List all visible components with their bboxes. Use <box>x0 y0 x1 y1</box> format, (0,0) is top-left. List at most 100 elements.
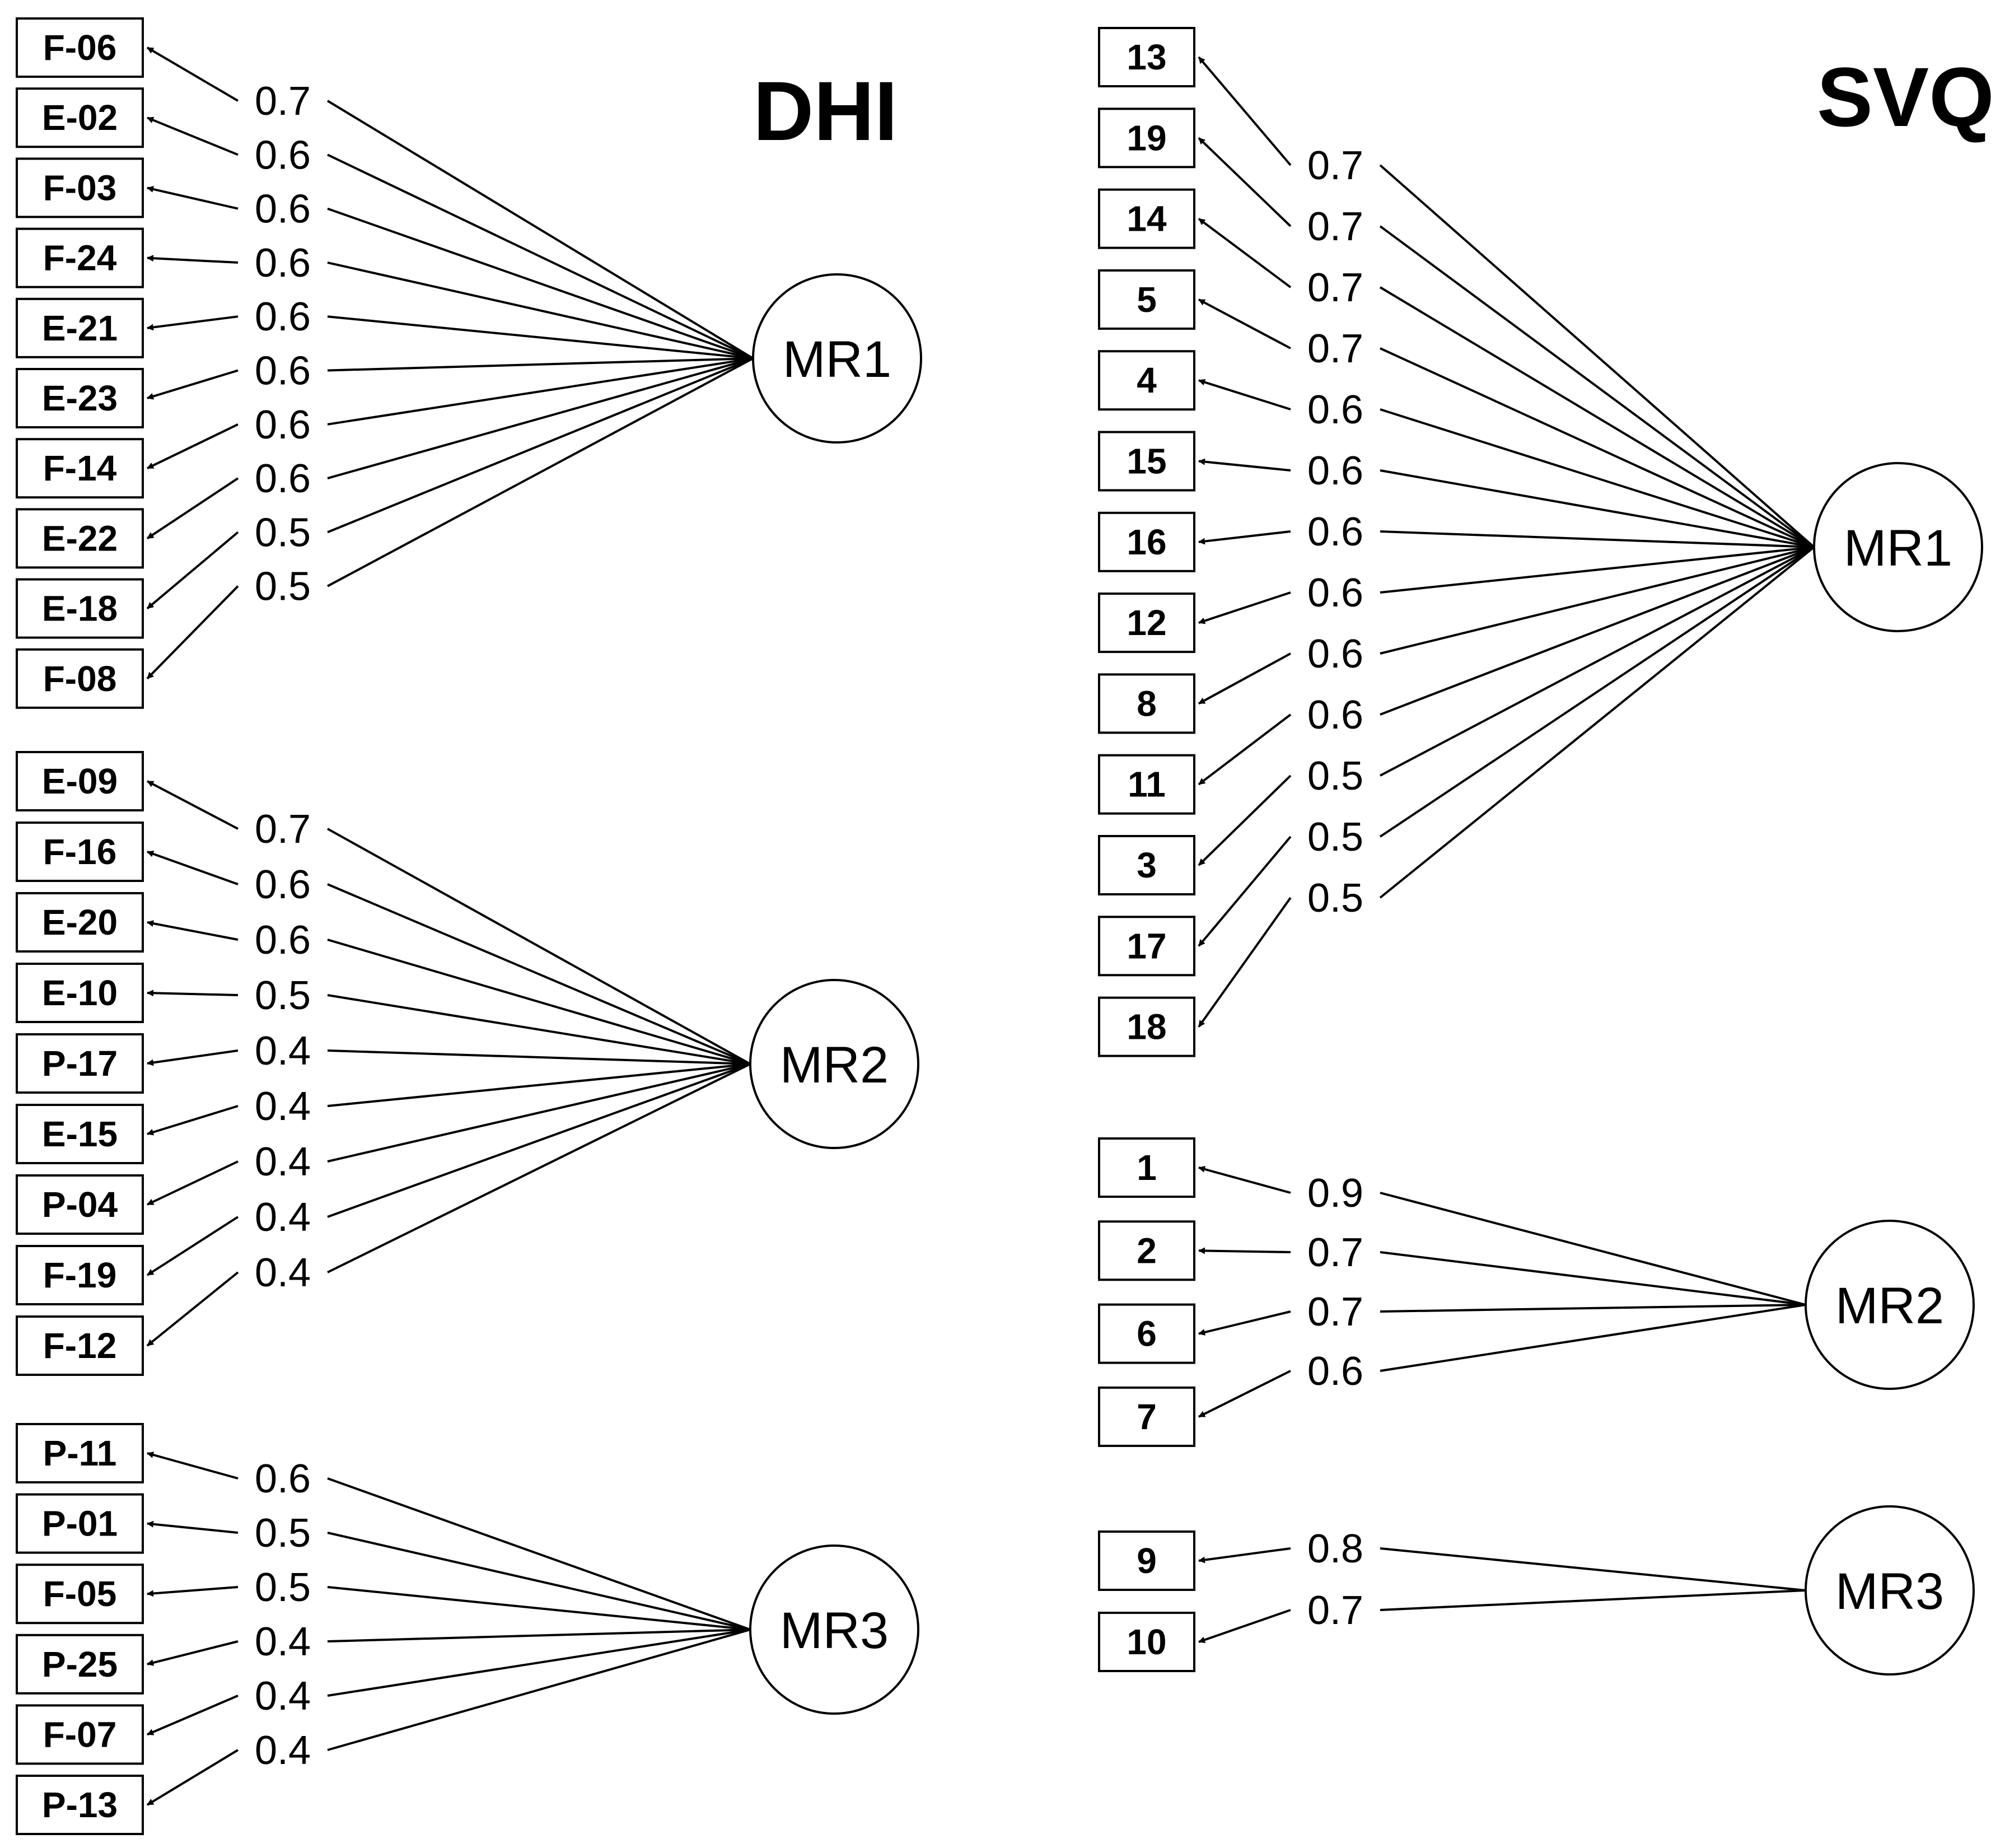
dhi-loading-label: 0.6 <box>255 187 311 232</box>
svq-item-box <box>1098 1386 1195 1447</box>
svq-mr1-path <box>1379 164 1815 548</box>
dhi-mr1-path <box>327 357 754 426</box>
svq-mr1-arrow <box>1198 458 1291 472</box>
dhi-mr3-path <box>327 1628 751 1697</box>
dhi-mr1-arrow <box>147 255 239 264</box>
dhi-item-label: P-25 <box>42 1644 118 1684</box>
svq-mr1-arrow <box>1198 591 1291 624</box>
dhi-mr2-path <box>327 939 751 1065</box>
dhi-mr3-arrow <box>146 1749 239 1806</box>
dhi-item-box <box>16 648 144 709</box>
dhi-item-label: F-08 <box>43 659 117 699</box>
dhi-mr1-path <box>327 315 754 360</box>
dhi-mr2-path <box>327 1063 751 1163</box>
dhi-loading-label: 0.6 <box>255 349 311 394</box>
dhi-mr1-path <box>327 357 754 534</box>
svq-mr2-arrow <box>1198 1370 1291 1418</box>
svq-item-label: 14 <box>1127 199 1167 239</box>
dhi-loading-label: 0.5 <box>255 564 311 609</box>
dhi-item-box <box>16 368 144 428</box>
dhi-item-label: F-16 <box>43 832 117 872</box>
svq-loading-label: 0.7 <box>1307 1588 1363 1633</box>
dhi-item-label: E-02 <box>42 97 118 138</box>
dhi-item-label: F-03 <box>43 167 117 208</box>
dhi-loading-label: 0.6 <box>255 456 311 501</box>
dhi-mr1-arrow <box>147 369 239 400</box>
dhi-item-box <box>16 1564 144 1625</box>
svq-item-box <box>1098 916 1195 977</box>
dhi-item-label: E-23 <box>42 378 118 418</box>
svq-mr1-path <box>1379 225 1815 548</box>
dhi-mr1-path <box>327 357 754 480</box>
svq-mr1-arrow <box>1198 298 1291 349</box>
dhi-item-box <box>16 438 144 499</box>
svq-item-box <box>1098 592 1195 654</box>
svq-loading-label: 0.5 <box>1307 876 1363 921</box>
svq-loading-label: 0.7 <box>1307 1290 1363 1334</box>
dhi-mr3-arrow <box>147 1452 239 1480</box>
dhi-loading-label: 0.4 <box>255 1674 311 1719</box>
svq-item-label: 16 <box>1127 522 1166 562</box>
dhi-mr1-arrow <box>146 477 239 540</box>
dhi-loading-label: 0.5 <box>255 1511 311 1556</box>
svq-mr3-path <box>1380 1547 1806 1592</box>
dhi-item-label: E-21 <box>42 308 118 348</box>
svq-factor-mr2 <box>1805 1220 1975 1390</box>
dhi-factor-label: MR2 <box>780 1037 889 1094</box>
dhi-mr3-arrow <box>147 1520 239 1534</box>
dhi-item-box <box>16 157 144 218</box>
svq-loading-label: 0.5 <box>1307 754 1363 799</box>
dhi-mr2-path <box>327 1063 751 1218</box>
svq-item-box <box>1098 1612 1195 1672</box>
dhi-loading-label: 0.5 <box>255 973 311 1018</box>
dhi-item-label: F-07 <box>43 1714 117 1754</box>
dhi-loading-label: 0.5 <box>255 1565 311 1610</box>
dhi-item-label: E-22 <box>42 518 118 558</box>
dhi-loading-label: 0.7 <box>255 807 311 852</box>
dhi-item-label: F-19 <box>43 1255 117 1295</box>
dhi-item-label: E-20 <box>42 902 118 942</box>
dhi-loading-label: 0.7 <box>255 79 311 124</box>
dhi-mr1-arrow <box>147 116 239 156</box>
svq-loading-label: 0.6 <box>1307 632 1363 676</box>
dhi-mr2-path <box>327 883 751 1065</box>
dhi-loading-label: 0.6 <box>255 133 311 178</box>
svq-mr1-arrow <box>1198 774 1292 866</box>
svq-mr1-path <box>1380 546 1815 655</box>
dhi-mr1-path <box>327 207 754 360</box>
svq-item-box <box>1098 350 1195 411</box>
dhi-mr2-arrow <box>146 1216 239 1276</box>
svq-mr1-arrow <box>1198 836 1292 947</box>
dhi-item-box <box>16 17 144 78</box>
svq-item-label: 9 <box>1137 1541 1157 1581</box>
dhi-mr1-path <box>327 153 754 360</box>
svq-item-label: 15 <box>1127 441 1166 482</box>
dhi-loading-label: 0.4 <box>255 1195 311 1240</box>
dhi-loading-label: 0.4 <box>255 1084 311 1129</box>
svq-item-label: 7 <box>1137 1397 1157 1437</box>
svq-mr3-arrow <box>1198 1547 1291 1564</box>
svq-item-box <box>1098 511 1195 572</box>
svq-mr2-arrow <box>1198 1166 1291 1194</box>
dhi-item-box <box>16 578 144 639</box>
dhi-mr2-arrow <box>147 990 239 997</box>
svq-mr1-path <box>1380 546 1815 777</box>
svq-mr1-path <box>1380 546 1815 716</box>
dhi-mr2-path <box>327 1063 751 1273</box>
svq-item-box <box>1098 188 1195 249</box>
svq-item-label: 2 <box>1137 1230 1157 1271</box>
svq-loading-label: 0.6 <box>1307 449 1363 493</box>
dhi-item-label: F-24 <box>43 238 117 278</box>
svq-item-label: 17 <box>1127 926 1166 966</box>
dhi-mr2-path <box>327 994 751 1065</box>
svq-item-label: 18 <box>1127 1007 1166 1047</box>
dhi-item-label: P-11 <box>43 1433 117 1473</box>
loading-paths <box>146 46 1815 1806</box>
dhi-title: DHI <box>753 64 898 158</box>
dhi-mr1-arrow <box>147 315 239 331</box>
svq-mr3-arrow <box>1198 1609 1291 1644</box>
dhi-item-box <box>16 1315 144 1376</box>
svq-mr1-arrow <box>1198 56 1292 166</box>
dhi-item-box <box>16 963 144 1023</box>
dhi-item-label: F-05 <box>43 1574 117 1614</box>
